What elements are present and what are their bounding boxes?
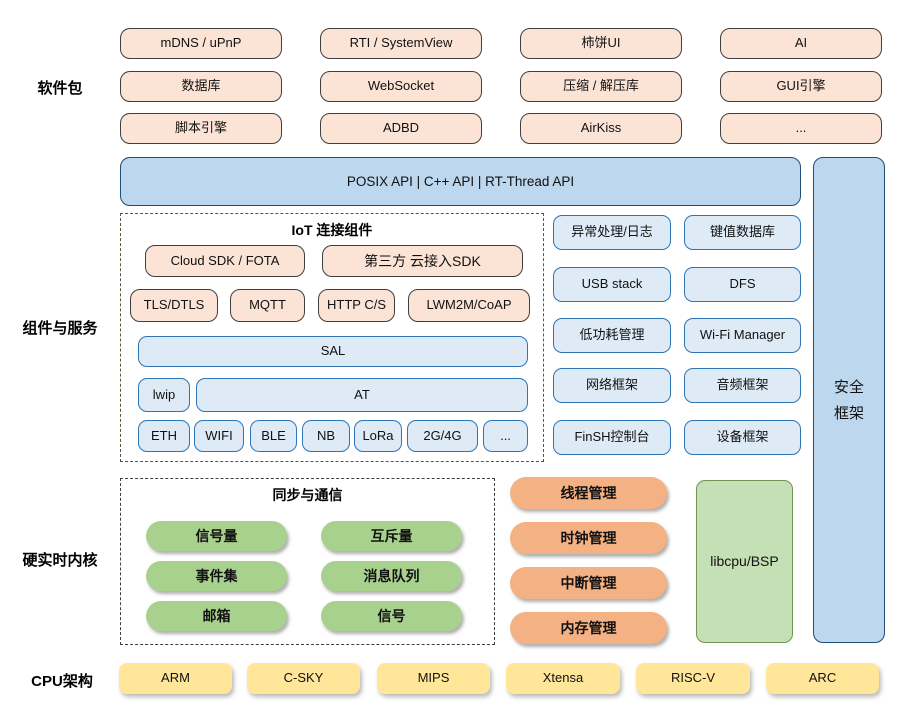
sync-box-semaphore: 信号量 — [146, 521, 287, 551]
side-label-cpu-arch: CPU架构 — [31, 673, 93, 690]
iot-box-ble: BLE — [250, 420, 297, 452]
side-label-components-services: 组件与服务 — [22, 320, 98, 337]
iot-box-lwm2m-coap: LWM2M/CoAP — [408, 289, 530, 322]
sync-box-event-set: 事件集 — [146, 561, 287, 591]
pkg-box-more: ... — [720, 113, 882, 144]
cpu-box-xtensa: Xtensa — [506, 663, 620, 694]
service-box-device-framework: 设备框架 — [684, 420, 801, 455]
sync-group-box — [120, 478, 495, 645]
service-box-network-framework: 网络框架 — [553, 368, 671, 403]
cpu-box-csky: C-SKY — [247, 663, 360, 694]
pkg-box-websocket: WebSocket — [320, 71, 482, 102]
service-box-wifi-manager: Wi-Fi Manager — [684, 318, 801, 353]
iot-box-2g4g: 2G/4G — [407, 420, 478, 452]
iot-group-title: IoT 连接组件 — [291, 222, 373, 238]
iot-box-tls-dtls: TLS/DTLS — [130, 289, 218, 322]
service-box-audio-framework: 音频框架 — [684, 368, 801, 403]
iot-box-cloud-sdk-fota: Cloud SDK / FOTA — [145, 245, 305, 277]
sync-group-title: 同步与通信 — [272, 487, 343, 503]
api-layer-bar: POSIX API | C++ API | RT-Thread API — [120, 157, 801, 206]
side-label-software-packages: 软件包 — [37, 80, 83, 97]
cpu-box-mips: MIPS — [377, 663, 490, 694]
pkg-box-ai: AI — [720, 28, 882, 59]
pkg-box-compression: 压缩 / 解压库 — [520, 71, 682, 102]
libcpu-bsp-box: libcpu/BSP — [696, 480, 793, 643]
iot-box-thirdparty-cloud-sdk: 第三方 云接入SDK — [322, 245, 523, 277]
kernel-box-interrupt-mgmt: 中断管理 — [510, 567, 667, 599]
cpu-box-arm: ARM — [119, 663, 232, 694]
service-box-exception-log: 异常处理/日志 — [553, 215, 671, 250]
iot-box-sal: SAL — [138, 336, 528, 367]
pkg-box-persimmon-ui: 柿饼UI — [520, 28, 682, 59]
kernel-box-thread-mgmt: 线程管理 — [510, 477, 667, 509]
sync-box-signal: 信号 — [321, 601, 462, 631]
pkg-box-script-engine: 脚本引擎 — [120, 113, 282, 144]
kernel-box-memory-mgmt: 内存管理 — [510, 612, 667, 644]
security-framework-line1: 安全 — [833, 378, 864, 396]
cpu-box-riscv: RISC-V — [636, 663, 750, 694]
iot-box-mqtt: MQTT — [230, 289, 305, 322]
iot-box-more: ... — [483, 420, 528, 452]
pkg-box-database: 数据库 — [120, 71, 282, 102]
iot-box-eth: ETH — [138, 420, 190, 452]
iot-box-nb: NB — [302, 420, 350, 452]
service-box-low-power: 低功耗管理 — [553, 318, 671, 353]
iot-box-lora: LoRa — [354, 420, 402, 452]
side-label-realtime-kernel: 硬实时内核 — [22, 552, 98, 569]
service-box-finsh-console: FinSH控制台 — [553, 420, 671, 455]
sync-box-mailbox: 邮箱 — [146, 601, 287, 631]
security-framework-line2: 框架 — [833, 404, 864, 422]
kernel-box-clock-mgmt: 时钟管理 — [510, 522, 667, 554]
pkg-box-gui-engine: GUI引擎 — [720, 71, 882, 102]
pkg-box-adbd: ADBD — [320, 113, 482, 144]
cpu-box-arc: ARC — [766, 663, 879, 694]
iot-box-http-cs: HTTP C/S — [318, 289, 395, 322]
pkg-box-mdns-upnp: mDNS / uPnP — [120, 28, 282, 59]
iot-group-box — [120, 213, 544, 462]
sync-box-message-queue: 消息队列 — [321, 561, 462, 591]
iot-box-at: AT — [196, 378, 528, 412]
iot-box-wifi: WIFI — [194, 420, 244, 452]
pkg-box-rti-systemview: RTI / SystemView — [320, 28, 482, 59]
service-box-usb-stack: USB stack — [553, 267, 671, 302]
service-box-kv-database: 键值数据库 — [684, 215, 801, 250]
service-box-dfs: DFS — [684, 267, 801, 302]
iot-box-lwip: lwip — [138, 378, 190, 412]
security-framework-box: 安全 框架 — [813, 157, 885, 643]
pkg-box-airkiss: AirKiss — [520, 113, 682, 144]
sync-box-mutex: 互斥量 — [321, 521, 462, 551]
